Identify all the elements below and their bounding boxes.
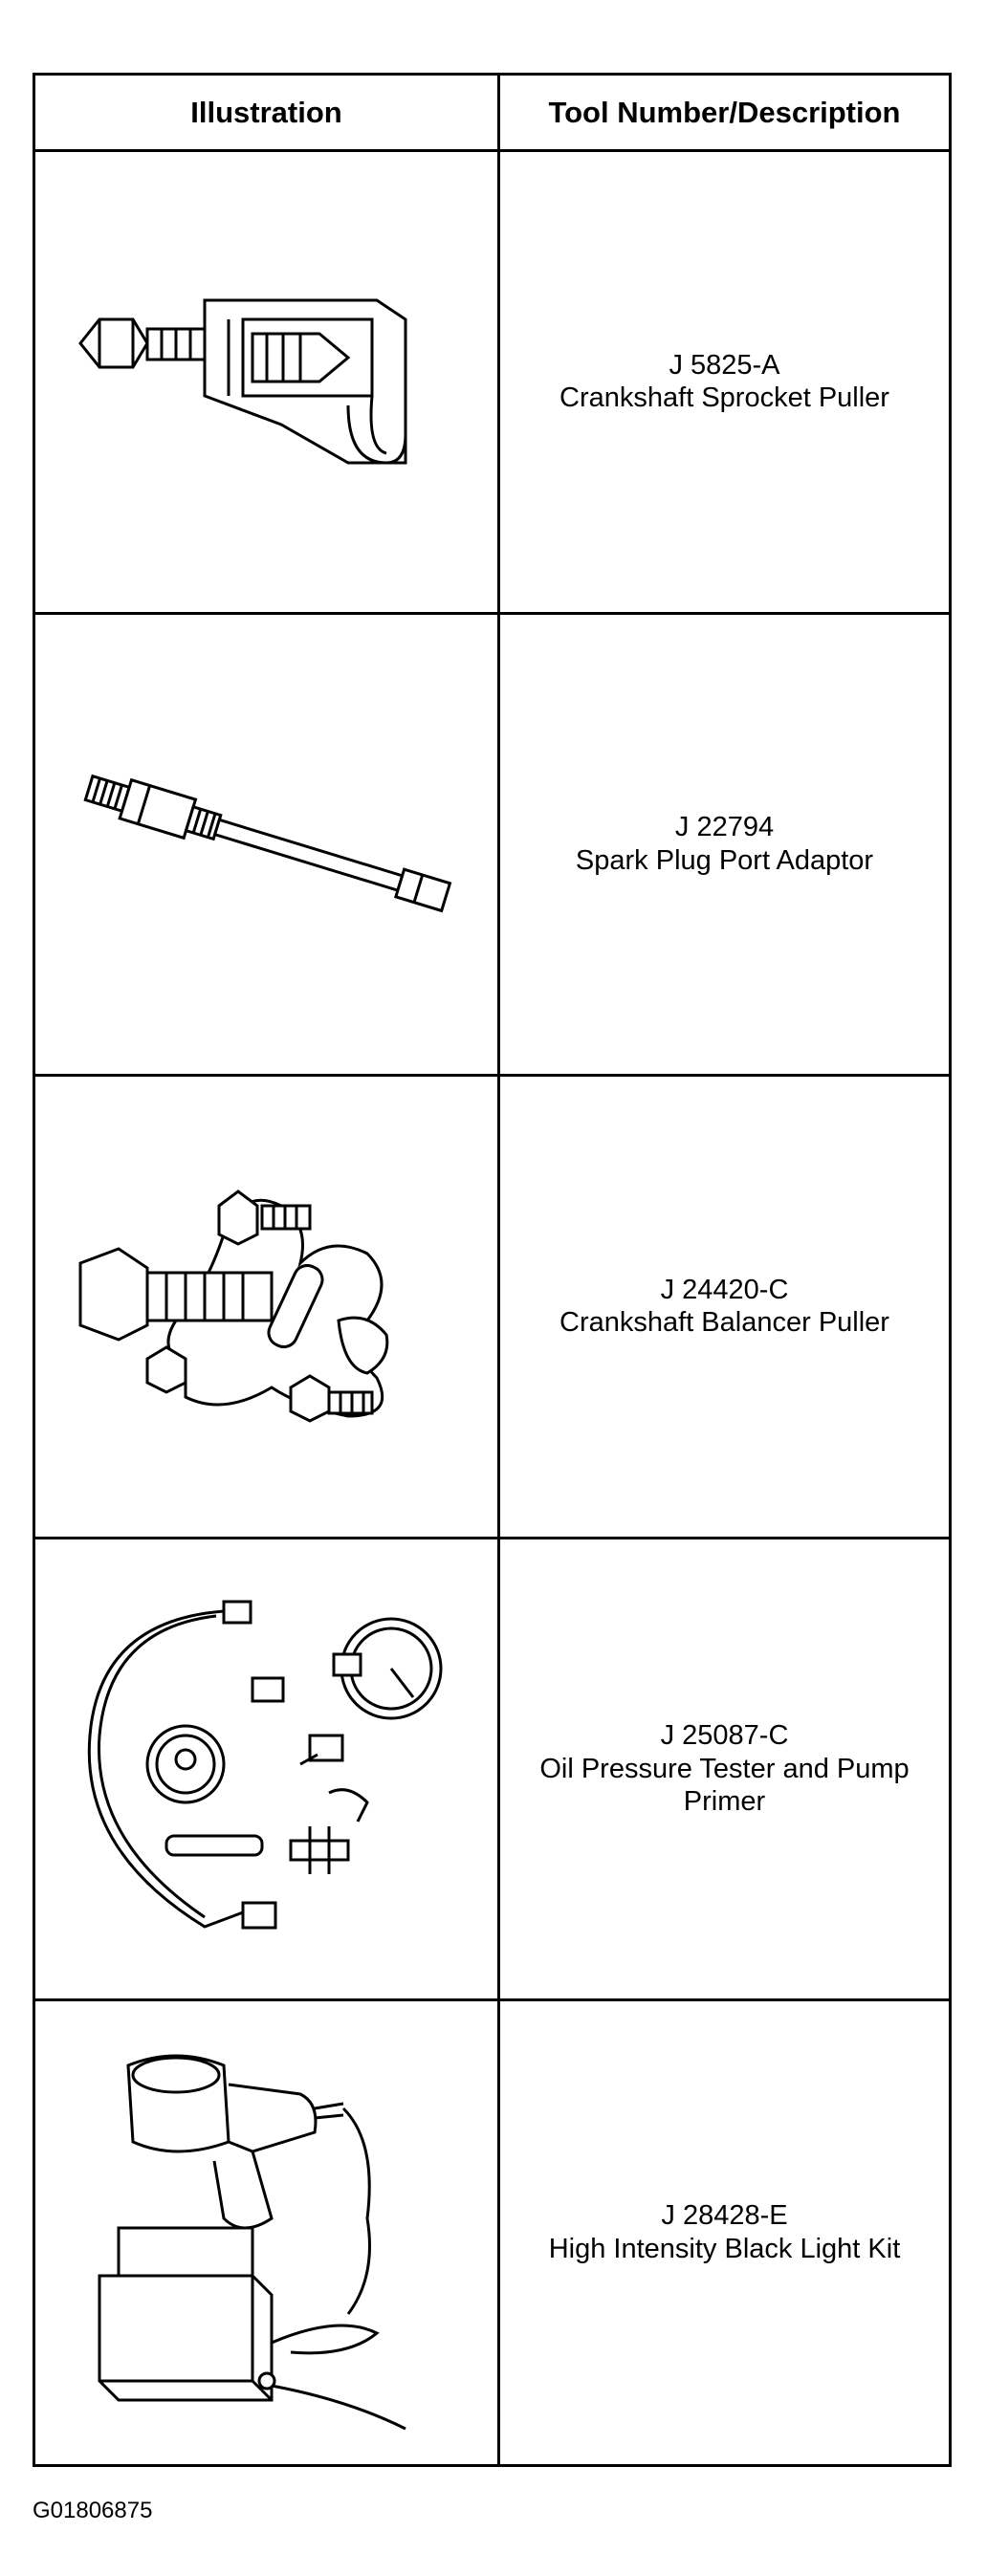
tool-description-cell: J 24420-C Crankshaft Balancer Puller <box>500 1077 949 1539</box>
oil-pressure-tester-icon <box>61 1563 472 1975</box>
illustration-cell <box>35 1077 500 1539</box>
black-light-kit-icon <box>61 2027 472 2438</box>
tool-number: J 25087-C <box>660 1719 789 1751</box>
tool-number: J 5825-A <box>669 349 780 381</box>
sprocket-puller-icon <box>61 176 472 587</box>
header-tool-number: Tool Number/Description <box>500 76 949 152</box>
tool-number: J 28428-E <box>661 2200 788 2232</box>
spark-plug-adaptor-icon <box>61 639 472 1050</box>
illustration-cell <box>35 152 500 615</box>
tool-description-cell: J 22794 Spark Plug Port Adaptor <box>500 615 949 1078</box>
tool-description: Spark Plug Port Adaptor <box>575 844 874 876</box>
tool-description: Crankshaft Balancer Puller <box>559 1307 889 1339</box>
figure-id: G01806875 <box>33 2498 153 2523</box>
tool-number: J 24420-C <box>660 1274 789 1305</box>
tool-table: Illustration Tool Number/Description J 5… <box>33 73 952 2467</box>
tool-description-cell: J 28428-E High Intensity Black Light Kit <box>500 2001 949 2464</box>
tool-description-cell: J 25087-C Oil Pressure Tester and Pump P… <box>500 1539 949 2002</box>
tool-description: Crankshaft Sprocket Puller <box>559 382 889 414</box>
balancer-puller-icon <box>61 1101 472 1512</box>
tool-description: Oil Pressure Tester and Pump Primer <box>539 1753 910 1818</box>
illustration-cell <box>35 1539 500 2002</box>
tool-description: High Intensity Black Light Kit <box>548 2234 901 2265</box>
header-illustration: Illustration <box>35 76 500 152</box>
tool-number: J 22794 <box>674 812 775 843</box>
illustration-cell <box>35 614 500 1078</box>
tool-description-cell: J 5825-A Crankshaft Sprocket Puller <box>500 152 949 615</box>
illustration-cell <box>35 2001 500 2464</box>
